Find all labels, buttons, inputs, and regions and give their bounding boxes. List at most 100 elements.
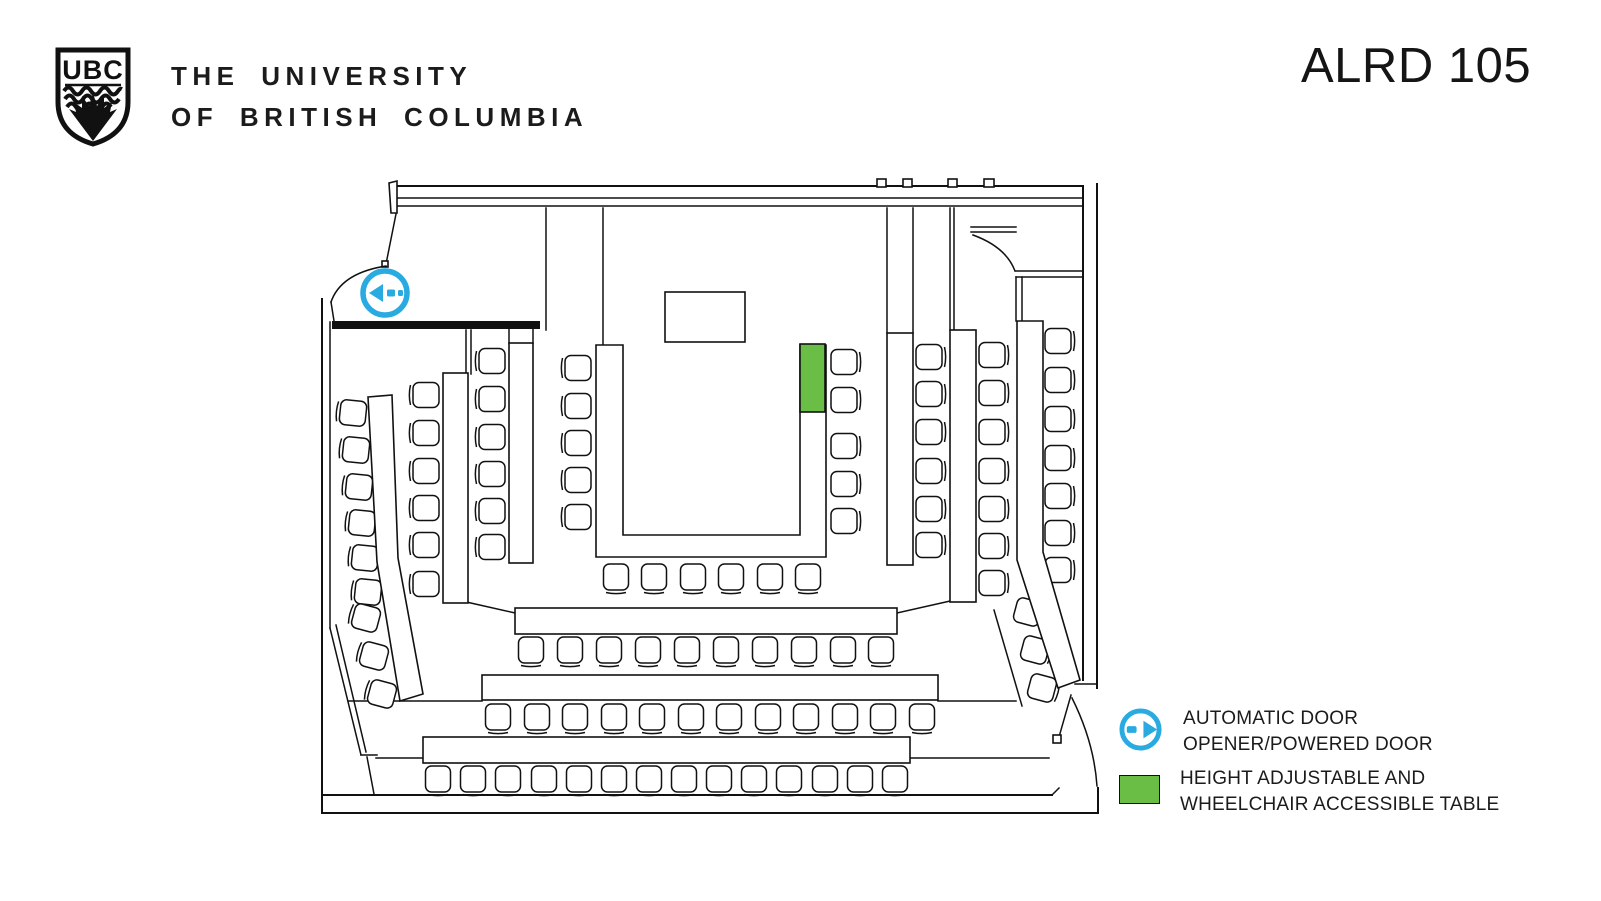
chair	[830, 386, 862, 414]
chair	[846, 765, 874, 797]
wordmark-line-1: THE UNIVERSITY	[171, 61, 473, 91]
chair	[565, 765, 593, 797]
legend-accessible-table-label: HEIGHT ADJUSTABLE AND WHEELCHAIR ACCESSI…	[1180, 766, 1499, 817]
chair	[673, 636, 701, 668]
back-row-table-1	[514, 607, 898, 635]
chair	[345, 600, 383, 635]
chair	[915, 531, 947, 559]
chair	[790, 636, 818, 668]
automatic-door-icon	[1119, 708, 1162, 751]
u-shaped-table	[595, 344, 827, 558]
chair	[560, 466, 592, 494]
chair	[459, 765, 487, 797]
podium-table	[664, 291, 746, 343]
chair	[408, 457, 440, 485]
legend-automatic-door-label: AUTOMATIC DOOR OPENER/POWERED DOOR	[1183, 706, 1433, 757]
chair	[635, 765, 663, 797]
chair	[474, 423, 506, 451]
chair	[595, 636, 623, 668]
u-table-right-chairs	[830, 348, 862, 535]
chair	[978, 532, 1010, 560]
automatic-door-icon	[360, 268, 410, 318]
chair	[343, 508, 377, 538]
back-row-table-2	[481, 674, 939, 701]
legend-line: AUTOMATIC DOOR	[1183, 708, 1359, 729]
chair	[484, 703, 512, 735]
chair	[640, 563, 668, 595]
back-row-1-chairs	[517, 636, 895, 668]
legend-line: WHEELCHAIR ACCESSIBLE TABLE	[1180, 793, 1500, 815]
chair	[915, 380, 947, 408]
chair	[670, 765, 698, 797]
chair	[1044, 327, 1076, 355]
chair	[915, 418, 947, 446]
legend-line: HEIGHT ADJUSTABLE AND	[1180, 768, 1426, 789]
chair	[560, 503, 592, 531]
door-swing-arc	[1070, 696, 1098, 787]
chair	[811, 765, 839, 797]
room-title: ALRD 105	[1301, 39, 1532, 93]
chair	[831, 703, 859, 735]
right-column-d-chairs	[915, 343, 947, 559]
chair	[560, 392, 592, 420]
walls	[321, 178, 1099, 814]
chair	[408, 494, 440, 522]
chair	[908, 703, 936, 735]
chair	[602, 563, 630, 595]
chair	[915, 343, 947, 371]
chair	[1044, 366, 1076, 394]
back-row-3-chairs	[424, 765, 909, 797]
chair	[715, 703, 743, 735]
chair	[408, 381, 440, 409]
door-swing-arc	[330, 265, 387, 303]
chair	[1044, 405, 1076, 433]
accessible-table-swatch	[1119, 775, 1160, 804]
chair	[830, 432, 862, 460]
bottom-right-door	[1052, 694, 1098, 787]
chair	[474, 385, 506, 413]
chair	[517, 636, 545, 668]
chair	[830, 348, 862, 376]
chair	[915, 457, 947, 485]
chair	[775, 765, 803, 797]
chair	[530, 765, 558, 797]
logo-monogram: UBC	[62, 55, 124, 85]
chair	[523, 703, 551, 735]
chair	[705, 765, 733, 797]
chair	[794, 563, 822, 595]
chair	[334, 398, 368, 428]
chair	[756, 563, 784, 595]
left-column-b-chairs	[408, 381, 440, 598]
chair	[494, 765, 522, 797]
marker-board	[332, 321, 540, 329]
university-wordmark: THE UNIVERSITY OF BRITISH COLUMBIA	[171, 56, 588, 138]
chair	[600, 765, 628, 797]
chair	[408, 419, 440, 447]
side-table-c	[508, 342, 534, 564]
ubc-crest-logo: UBC	[55, 47, 131, 147]
door-swing-arc	[972, 234, 1016, 272]
chair	[751, 636, 779, 668]
chair	[881, 765, 909, 797]
u-table-bottom-chairs	[602, 563, 822, 595]
chair	[978, 495, 1010, 523]
chair	[560, 429, 592, 457]
wordmark-line-2: OF BRITISH COLUMBIA	[171, 102, 589, 132]
chair	[556, 636, 584, 668]
chair	[978, 569, 1010, 597]
chair	[474, 497, 506, 525]
chair	[638, 703, 666, 735]
chair	[717, 563, 745, 595]
chair	[1044, 482, 1076, 510]
chair	[340, 472, 374, 502]
logo-sunburst	[69, 93, 117, 141]
chair	[978, 457, 1010, 485]
side-table-e	[949, 329, 977, 603]
chair	[679, 563, 707, 595]
chair	[978, 418, 1010, 446]
chair	[792, 703, 820, 735]
legend-line: OPENER/POWERED DOOR	[1183, 733, 1433, 755]
chair	[978, 379, 1010, 407]
side-table-b	[442, 372, 469, 604]
